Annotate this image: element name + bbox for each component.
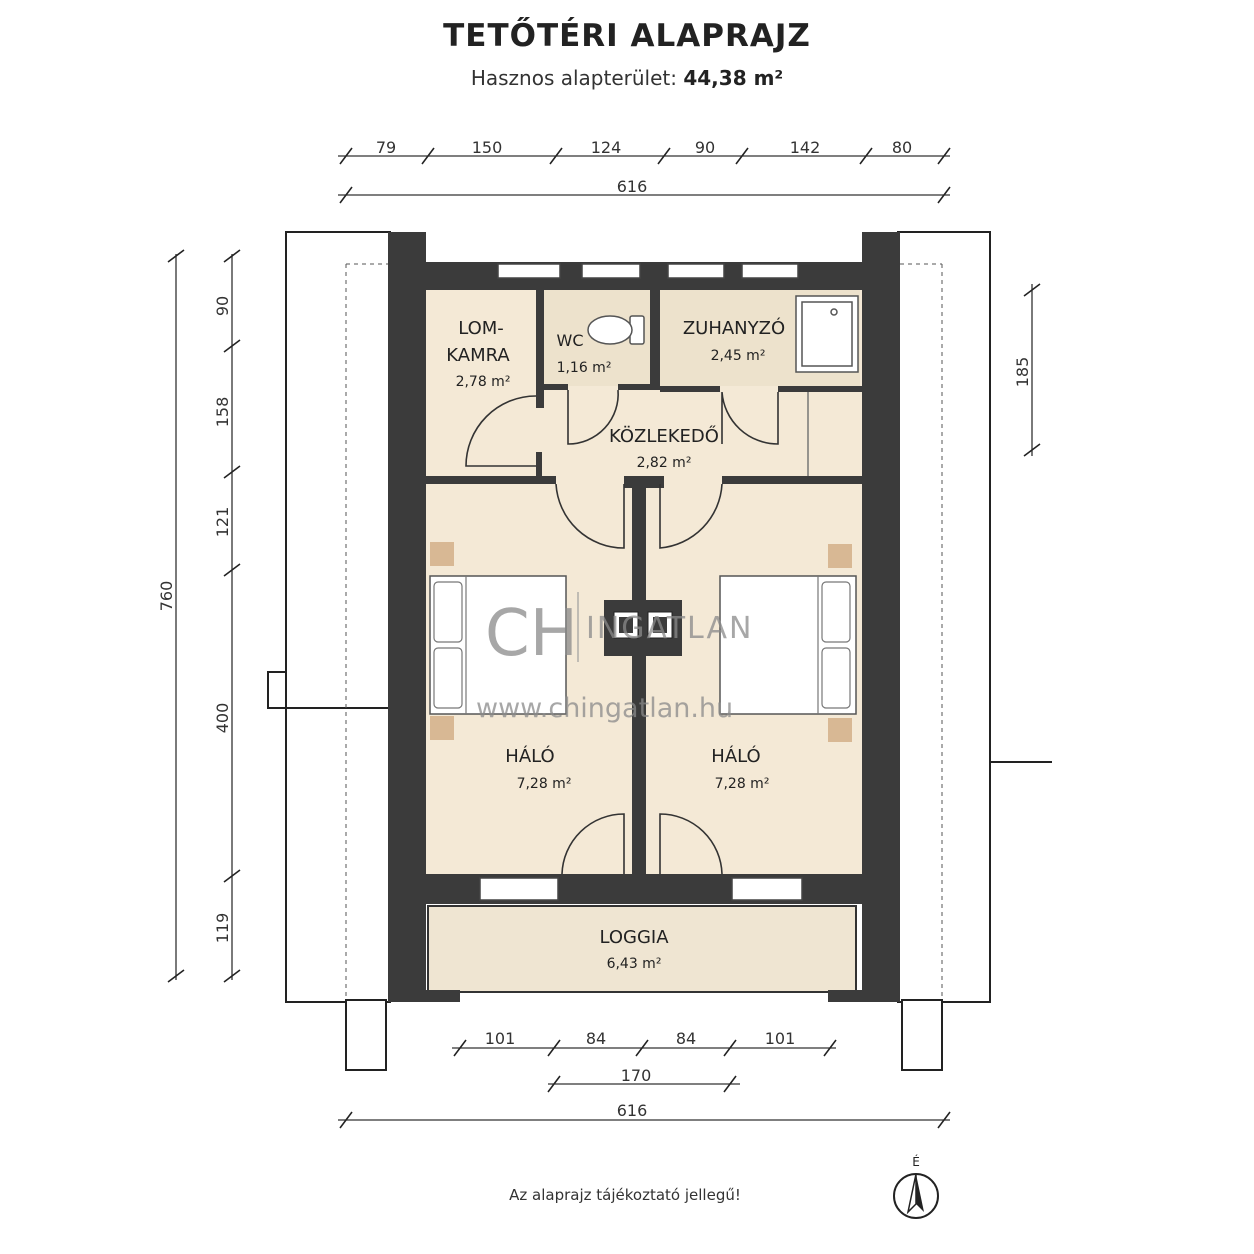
window-wc: [581, 263, 641, 279]
room-kozlekedo-area: 2,82 m²: [637, 455, 692, 471]
room-lomkamra-line2: KAMRA: [446, 345, 510, 366]
wall-shower-bottom: [660, 386, 720, 392]
room-halo-left-area: 7,28 m²: [517, 776, 572, 792]
dim-top-3: 124: [591, 138, 622, 157]
room-lomkamra-line1: LOM-: [458, 318, 504, 339]
dim-top-1: 79: [376, 138, 396, 157]
dim-bottom-1: 101: [485, 1029, 516, 1048]
room-loggia-area: 6,43 m²: [607, 956, 662, 972]
window-shower-2: [741, 263, 799, 279]
dim-left-2: 158: [213, 397, 232, 428]
wall-corridor-right: [722, 476, 862, 484]
disclaimer-note: Az alaprajz tájékoztató jellegű!: [509, 1186, 741, 1204]
left-eave: [285, 231, 391, 1003]
dim-left-total: 760: [157, 581, 176, 612]
compass-label: É: [912, 1154, 920, 1169]
dim-top-6: 80: [892, 138, 912, 157]
windows: [479, 263, 803, 901]
right-eave: [897, 231, 991, 1003]
floor-loggia: [427, 905, 857, 993]
room-zuhanyzo-name: ZUHANYZÓ: [683, 317, 785, 339]
toilet: [587, 315, 645, 345]
plan-title: TETŐTÉRI ALAPRAJZ: [443, 18, 811, 54]
dim-bottom-4: 101: [765, 1029, 796, 1048]
room-loggia-name: LOGGIA: [599, 927, 669, 948]
wall-wc-bottom-2: [618, 384, 650, 390]
room-kozlekedo-name: KÖZLEKEDŐ: [609, 425, 719, 447]
left-post: [345, 999, 387, 1071]
dim-top-2: 150: [472, 138, 503, 157]
wall-bedroom-divider: [632, 484, 646, 876]
wall-loggia-left-stub: [424, 990, 460, 1002]
eave-dashed-lines: [345, 263, 943, 1000]
dim-left-1: 90: [213, 296, 232, 316]
bed-left: [429, 542, 567, 740]
door-wc: [567, 389, 619, 445]
door-shower: [721, 391, 779, 445]
door-halo-left: [555, 483, 625, 549]
wall-corridor-left: [424, 476, 556, 484]
wall-left: [388, 232, 426, 1002]
walls: [388, 232, 900, 1002]
chimney: [604, 600, 682, 656]
door-loggia-left: [561, 813, 625, 875]
room-wc-name: WC: [557, 331, 584, 350]
wall-wc-shower: [650, 290, 660, 390]
dim-left-3: 121: [213, 507, 232, 538]
dim-top-5: 142: [790, 138, 821, 157]
window-halo-left: [479, 877, 559, 901]
room-halo-right-name: HÁLÓ: [711, 745, 760, 767]
room-lomkamra-area: 2,78 m²: [456, 374, 511, 390]
north-compass-icon: É: [893, 1154, 939, 1219]
watermark: CH INGATLAN www.chingatlan.hu: [476, 592, 753, 724]
door-halo-right: [659, 483, 723, 549]
window-halo-right: [731, 877, 803, 901]
dim-bottom-2: 84: [586, 1029, 606, 1048]
door-loggia-right: [659, 813, 723, 875]
door-lomkamra: [465, 395, 537, 467]
dim-bottom-3: 84: [676, 1029, 696, 1048]
room-labels: LOM- KAMRA 2,78 m² WC 1,16 m² ZUHANYZÓ 2…: [446, 317, 785, 972]
wall-right: [862, 232, 900, 1002]
left-side-step: [267, 671, 388, 709]
window-lomkamra: [497, 263, 561, 279]
dimension-ticks: [167, 147, 1041, 1129]
dimension-lines: [175, 155, 1033, 1121]
wall-loggia-right-stub: [828, 990, 864, 1002]
watermark-brand: INGATLAN: [586, 611, 753, 646]
bed-right: [719, 544, 857, 742]
plan-subtitle: Hasznos alapterület: 44,38 m²: [0, 66, 1254, 90]
dim-bottom-total: 616: [617, 1101, 648, 1120]
subtitle-area-value: 44,38 m²: [683, 66, 784, 90]
wall-wc-bottom: [544, 384, 568, 390]
wall-lom-wc: [536, 290, 544, 408]
wall-lom-door-post: [536, 452, 542, 478]
window-shower-1: [667, 263, 725, 279]
dim-top-4: 90: [695, 138, 715, 157]
room-wc-area: 1,16 m²: [557, 360, 612, 376]
watermark-logo: CH: [485, 597, 578, 671]
dim-left-5: 119: [213, 913, 232, 944]
wall-shower-bottom-2: [778, 386, 862, 392]
dim-top-total: 616: [617, 177, 648, 196]
shower-tray: [795, 295, 859, 373]
room-zuhanyzo-area: 2,45 m²: [711, 348, 766, 364]
dimension-labels: 79 150 124 90 142 80 616 101 84 84 101 1…: [376, 138, 912, 1120]
subtitle-label: Hasznos alapterület:: [470, 66, 677, 90]
dimension-labels-vertical: 760 90 158 121 400 119 185: [157, 296, 1032, 943]
doors: [465, 389, 779, 875]
watermark-url: www.chingatlan.hu: [476, 693, 733, 724]
right-post: [901, 999, 943, 1071]
dim-left-4: 400: [213, 703, 232, 734]
dim-right: 185: [1013, 357, 1032, 388]
room-halo-left-name: HÁLÓ: [505, 745, 554, 767]
dim-bottom-middle: 170: [621, 1066, 652, 1085]
room-halo-right-area: 7,28 m²: [715, 776, 770, 792]
